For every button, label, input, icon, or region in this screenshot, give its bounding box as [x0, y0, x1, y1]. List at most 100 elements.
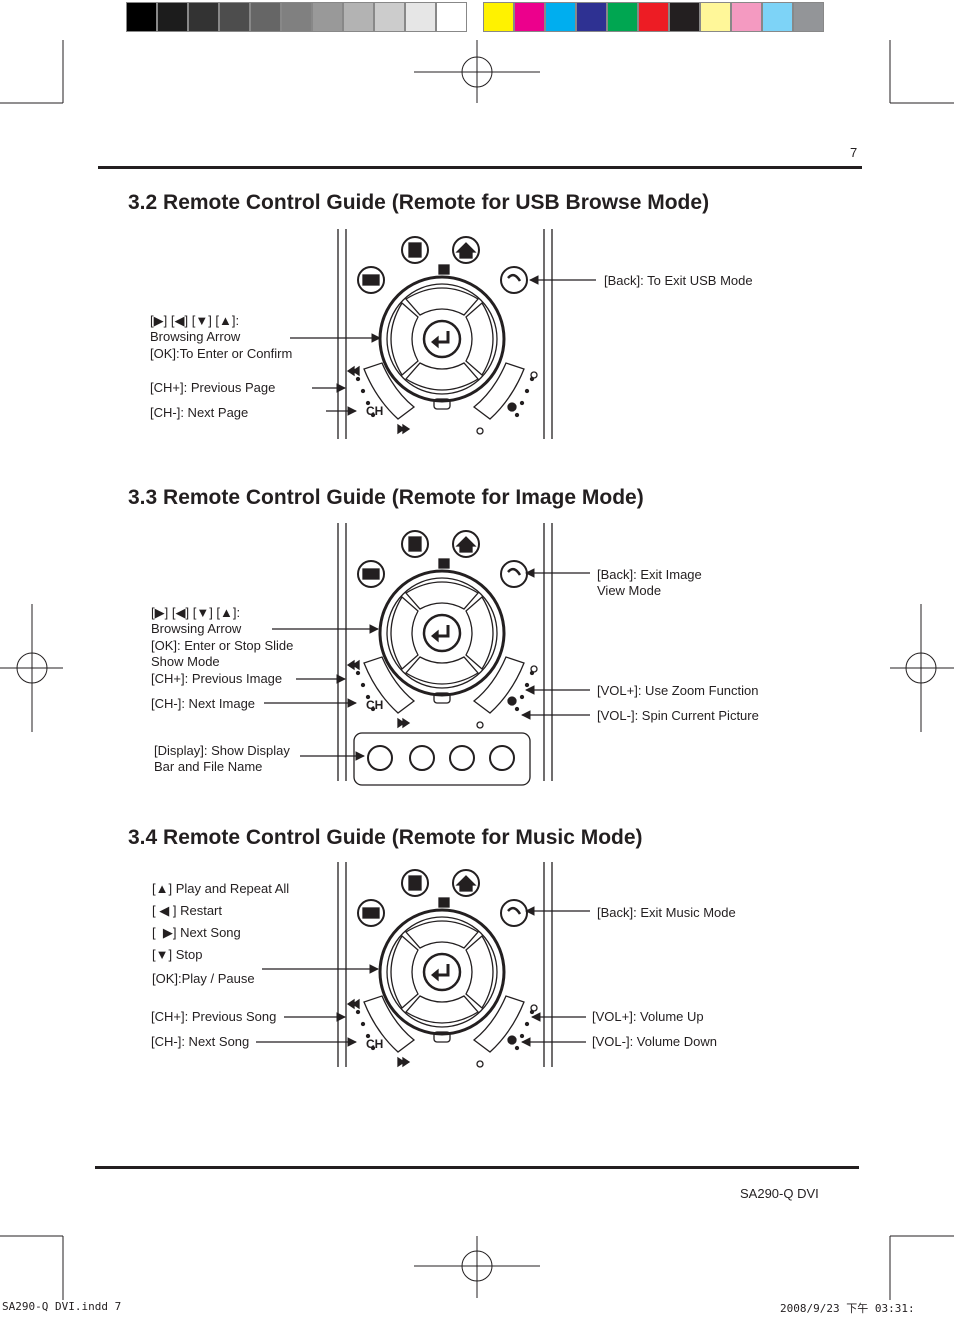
color-swatch [576, 2, 607, 32]
color-swatch [545, 2, 576, 32]
zoom-icon [476, 721, 484, 729]
gray-swatch [374, 2, 405, 32]
up-arrow-icon: ▲ [220, 605, 233, 620]
menu-button [357, 899, 385, 927]
zoom-icon [530, 665, 538, 673]
color-swatch [731, 2, 762, 32]
home-icon [455, 242, 477, 259]
rewind-icon [346, 998, 360, 1010]
fast-forward-icon [397, 1056, 411, 1068]
ch-rocker [363, 362, 416, 420]
epg-icon [408, 875, 422, 891]
heading-usb-mode: 3.2 Remote Control Guide (Remote for USB… [128, 191, 710, 214]
display-button [367, 745, 393, 771]
ch-plus-label: [CH+]: Previous Page [150, 380, 276, 395]
fast-forward-icon [397, 423, 411, 435]
ok-button [422, 613, 462, 653]
dot [519, 400, 525, 406]
gray-swatch [219, 2, 250, 32]
dot [519, 694, 525, 700]
back-label-continued: View Mode [597, 583, 662, 598]
footer-model: SA290-Q DVI [740, 1186, 819, 1201]
dot [524, 388, 530, 394]
dpad-right [465, 302, 494, 376]
dpad-up [405, 920, 479, 949]
color-swatch [607, 2, 638, 32]
right-arrow-icon: ▶ [162, 925, 173, 940]
registration-mark-top [414, 40, 540, 103]
ok-label: [OK]:Play / Pause [152, 971, 255, 986]
dpad-outer-ring [378, 908, 506, 1036]
music-icon [507, 696, 517, 706]
header-rule [98, 166, 862, 169]
dpad-inner-ring [386, 577, 498, 689]
dpad-down [405, 362, 479, 391]
fast-forward-icon [397, 717, 411, 729]
color-swatch [700, 2, 731, 32]
left-arrow-icon: ◀ [175, 605, 186, 620]
dot [370, 1045, 376, 1051]
right-key-label: [ ▶] Next Song [152, 925, 241, 940]
epg-button [401, 236, 429, 264]
ch-text: CH [366, 698, 383, 712]
dot [524, 1021, 530, 1027]
setup-button [489, 745, 515, 771]
page-number: 7 [850, 145, 858, 160]
vol-minus-label: [VOL-]: Spin Current Picture [597, 708, 759, 723]
ch-text: CH [366, 1037, 383, 1051]
remote-illustration-usb: CH [337, 229, 553, 439]
ch-rocker [363, 656, 416, 714]
up-key-label: [▲] Play and Repeat All [152, 881, 290, 896]
rewind-icon [346, 365, 360, 377]
arrow-keys-label: [▶] [◀] [▼] [▲]: [151, 605, 241, 620]
color-swatch [638, 2, 669, 32]
ch-minus-label: [CH-]: Next Page [150, 405, 249, 420]
down-arrow-icon: ▼ [196, 605, 210, 620]
dpad-right [465, 935, 494, 1009]
menu-icon [362, 568, 380, 580]
dot [514, 1045, 520, 1051]
down-arrow-icon: ▼ [155, 947, 169, 962]
dpad-up [405, 287, 479, 316]
dpad-inner-ring [386, 916, 498, 1028]
menu-button [357, 560, 385, 588]
down-key-label: [▼] Stop [152, 947, 203, 962]
dpad-left [390, 302, 419, 376]
ch-minus-label: [CH-]: Next Song [151, 1034, 250, 1049]
dot [370, 412, 376, 418]
vol-rocker [472, 656, 525, 714]
dpad-down [405, 995, 479, 1024]
dot [365, 694, 371, 700]
registration-mark-right [890, 604, 954, 732]
home-icon [455, 536, 477, 553]
gray-swatch [312, 2, 343, 32]
ch-plus-label: [CH+]: Previous Song [151, 1009, 277, 1024]
file-slug: SA290-Q DVI.indd 7 [2, 1300, 122, 1313]
home-button [452, 236, 480, 264]
color-swatch [514, 2, 545, 32]
ch-rocker [363, 995, 416, 1053]
home-button [452, 530, 480, 558]
dot [360, 388, 366, 394]
enter-icon [436, 625, 450, 638]
rewind-icon [346, 659, 360, 671]
home-icon [455, 875, 477, 892]
vol-rocker [472, 362, 525, 420]
mute-button [433, 398, 451, 410]
vol-plus-label: [VOL+]: Volume Up [592, 1009, 704, 1024]
ok-button [422, 319, 462, 359]
play-indicator-icon [438, 558, 450, 569]
ok-label: [OK]: Enter or Stop Slide [151, 638, 294, 653]
enter-icon [436, 331, 450, 344]
date-slug: 2008/9/23 下午 03:31: [780, 1302, 915, 1315]
dot [360, 1021, 366, 1027]
remote-illustration-music: CH [337, 862, 553, 1068]
dpad-right [465, 596, 494, 670]
back-icon [507, 567, 522, 576]
home-button [452, 869, 480, 897]
dot [355, 376, 361, 382]
mute-button [433, 1031, 451, 1043]
epg-icon [408, 536, 422, 552]
